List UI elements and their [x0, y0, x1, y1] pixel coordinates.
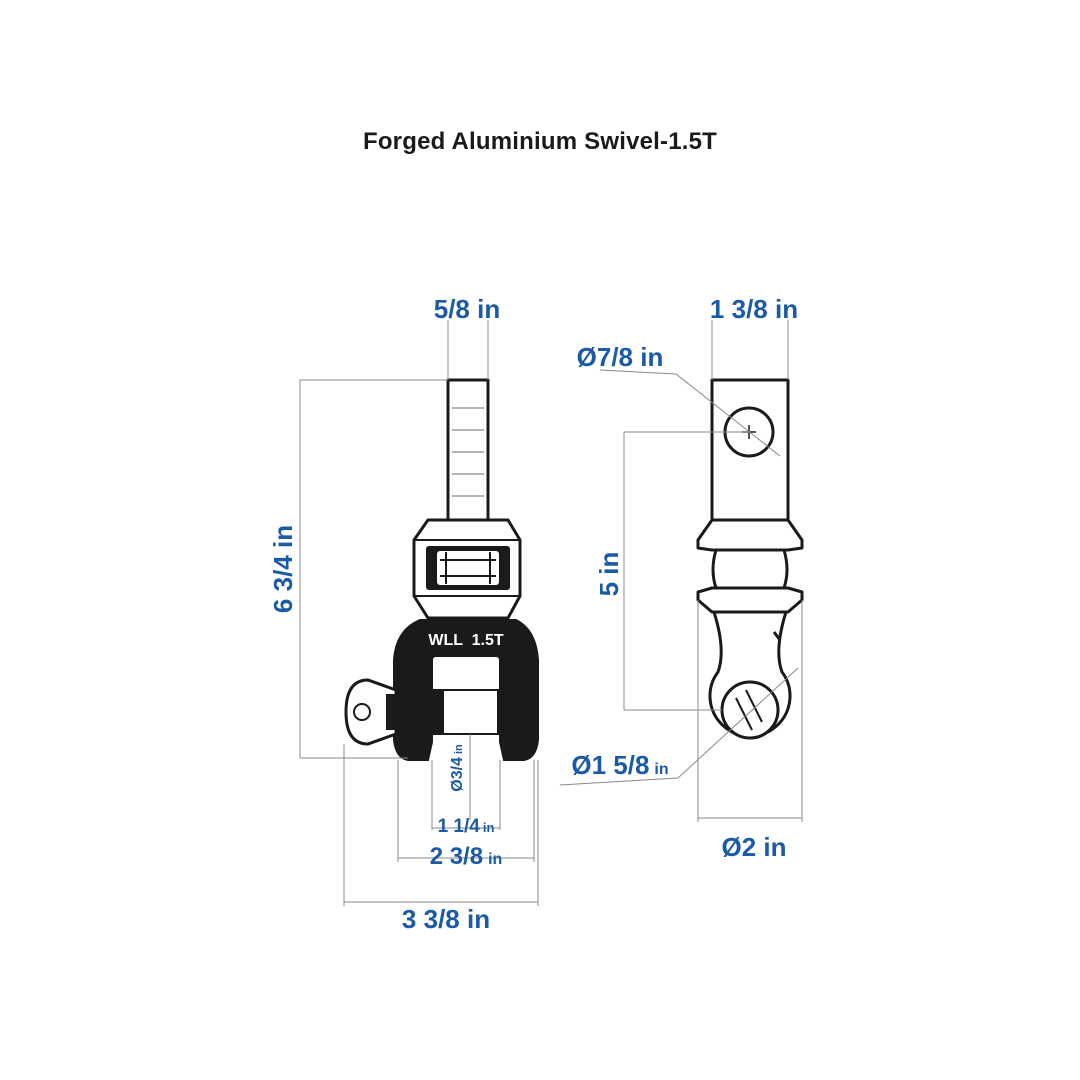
diagram-title: Forged Aluminium Swivel-1.5T [362, 128, 718, 155]
dim-eye-hole-value: Ø1 5/8 [571, 750, 649, 780]
side-view [696, 378, 804, 740]
dim-jaw-opening-value: 1 1/4 [438, 816, 481, 837]
wll-marking: WLL 1.5T [428, 632, 503, 649]
dim-pin-diameter-unit: in [453, 744, 465, 754]
dim-pin-diameter-value: Ø3/4 [449, 757, 466, 792]
pin-lock-hole [353, 703, 371, 721]
dim-eye-hole-unit: in [654, 761, 668, 778]
side-view-dimension-lines [559, 320, 803, 822]
dim-overall-width: 3 3/8 in [402, 904, 490, 934]
shaft-thread-lines [452, 407, 484, 497]
front-view: WLL 1.5T [344, 378, 539, 761]
side-neck [711, 548, 789, 590]
dim-eye-outer-diameter: Ø2 in [721, 832, 786, 862]
dim-hole-diameter: Ø7/8 in [577, 342, 664, 372]
front-shaft [446, 378, 490, 522]
front-view-dimension-lines [299, 320, 539, 906]
clevis-pin [433, 689, 499, 735]
clevis-body [393, 619, 539, 761]
dim-jaw-opening-unit: in [483, 820, 495, 835]
side-upper-flange [696, 518, 804, 552]
dim-overall-height: 6 3/4 in [268, 525, 298, 613]
dim-pin-diameter: Ø3/4 in [449, 744, 466, 792]
dim-center-distance: 5 in [594, 552, 624, 597]
dim-jaw-outer-value: 2 3/8 [430, 843, 483, 870]
swivel-nut-housing [412, 518, 522, 620]
dim-eye-hole-diameter: Ø1 5/8 in [571, 750, 668, 780]
dim-jaw-outer-unit: in [488, 851, 502, 868]
side-lower-flange [696, 586, 804, 614]
dim-top-width: 1 3/8 in [710, 294, 798, 324]
dim-jaw-outer: 2 3/8 in [430, 843, 503, 870]
dim-shaft-width: 5/8 in [434, 294, 500, 324]
